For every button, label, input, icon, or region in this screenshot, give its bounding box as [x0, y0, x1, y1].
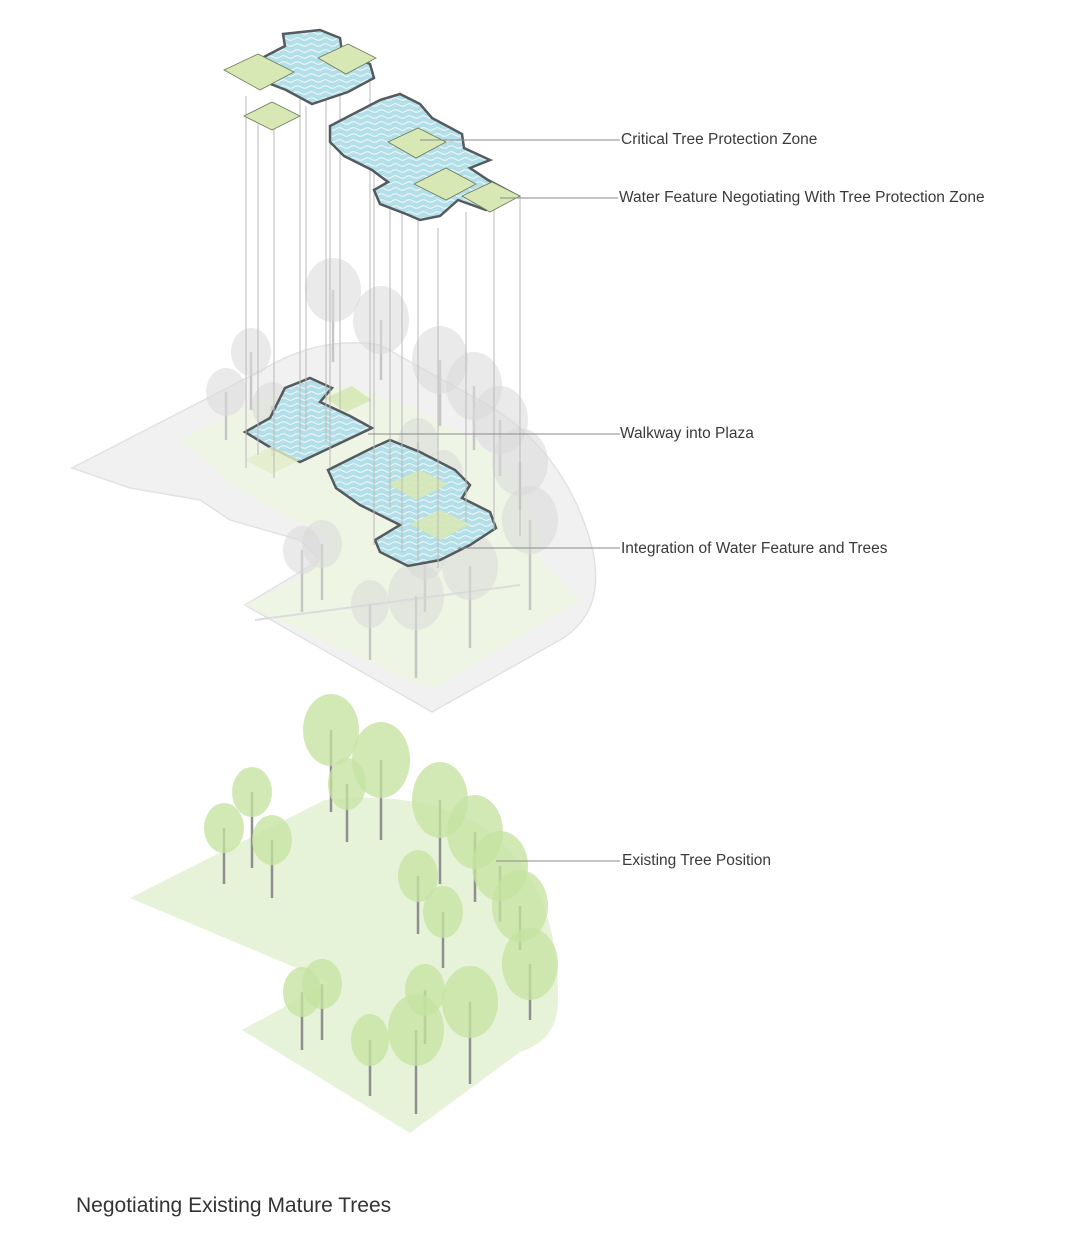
ghost-tree	[388, 562, 444, 678]
tree-canopy	[502, 928, 558, 1000]
existing-tree	[252, 815, 292, 898]
tree-canopy	[302, 520, 342, 568]
label-walkway-into-plaza: Walkway into Plaza	[620, 425, 754, 442]
tree-canopy	[398, 850, 438, 902]
existing-tree	[388, 994, 444, 1114]
existing-tree	[351, 1014, 389, 1096]
tree-canopy	[303, 694, 359, 766]
label-integration-water-feature-trees: Integration of Water Feature and Trees	[621, 540, 888, 557]
existing-tree	[352, 722, 410, 840]
diagram-caption: Negotiating Existing Mature Trees	[76, 1194, 392, 1217]
ground-plane	[130, 797, 559, 1133]
tree-canopy	[388, 994, 444, 1066]
tree-canopy	[232, 767, 272, 817]
tree-canopy	[353, 286, 409, 354]
upper-zone-west-left	[223, 53, 295, 91]
tree-canopy	[328, 758, 366, 810]
label-existing-tree-position: Existing Tree Position	[622, 852, 772, 869]
plaza-pools	[242, 376, 498, 568]
tree-canopy	[252, 815, 292, 865]
tree-canopy	[502, 486, 558, 554]
tree-canopy	[351, 580, 389, 628]
tree-canopy	[423, 886, 463, 938]
tree-canopy	[352, 722, 410, 798]
upper-zone-floating	[243, 101, 301, 131]
tree-canopy	[305, 258, 361, 322]
existing-tree	[328, 758, 366, 842]
tree-canopy	[206, 368, 246, 416]
existing-tree	[204, 803, 244, 884]
ghost-tree	[206, 368, 246, 440]
label-critical-tree-protection-zone: Critical Tree Protection Zone	[621, 131, 818, 148]
ghost-tree	[231, 328, 271, 410]
ghost-tree	[353, 286, 409, 380]
existing-trees-layer	[130, 694, 559, 1133]
tree-canopy	[492, 870, 548, 942]
water-feature-layer	[223, 28, 521, 568]
tree-canopy	[351, 1014, 389, 1066]
plaza-zone-east-2	[410, 510, 470, 540]
existing-tree	[398, 850, 438, 934]
projection-lines	[245, 68, 521, 568]
tree-canopy	[388, 562, 444, 630]
existing-tree	[302, 959, 342, 1040]
upper-pool-west	[248, 28, 376, 106]
existing-tree	[232, 767, 272, 868]
leader-lines	[368, 139, 620, 862]
ghost-tree	[302, 520, 342, 600]
tree-canopy	[231, 328, 271, 376]
ghost-tree	[502, 486, 558, 610]
plaza-layer	[70, 258, 597, 713]
tree-group	[204, 694, 558, 1114]
protection-zone-overlap	[413, 167, 477, 201]
ghost-tree	[351, 580, 389, 660]
tree-canopy	[442, 966, 498, 1038]
existing-tree	[502, 928, 558, 1020]
protection-zone-outer	[461, 181, 521, 213]
critical-tree-protection-zone-shape	[387, 127, 447, 159]
tree-canopy	[302, 959, 342, 1009]
existing-tree	[423, 886, 463, 968]
plaza-zone-west-2	[245, 446, 300, 474]
ghost-tree	[305, 258, 361, 362]
plaza-pool-east	[326, 438, 498, 568]
existing-tree	[442, 966, 498, 1084]
label-water-feature-negotiating: Water Feature Negotiating With Tree Prot…	[619, 189, 985, 206]
plaza-zone-west	[325, 386, 372, 412]
tree-canopy	[204, 803, 244, 853]
upper-zone-west-right	[317, 43, 377, 75]
